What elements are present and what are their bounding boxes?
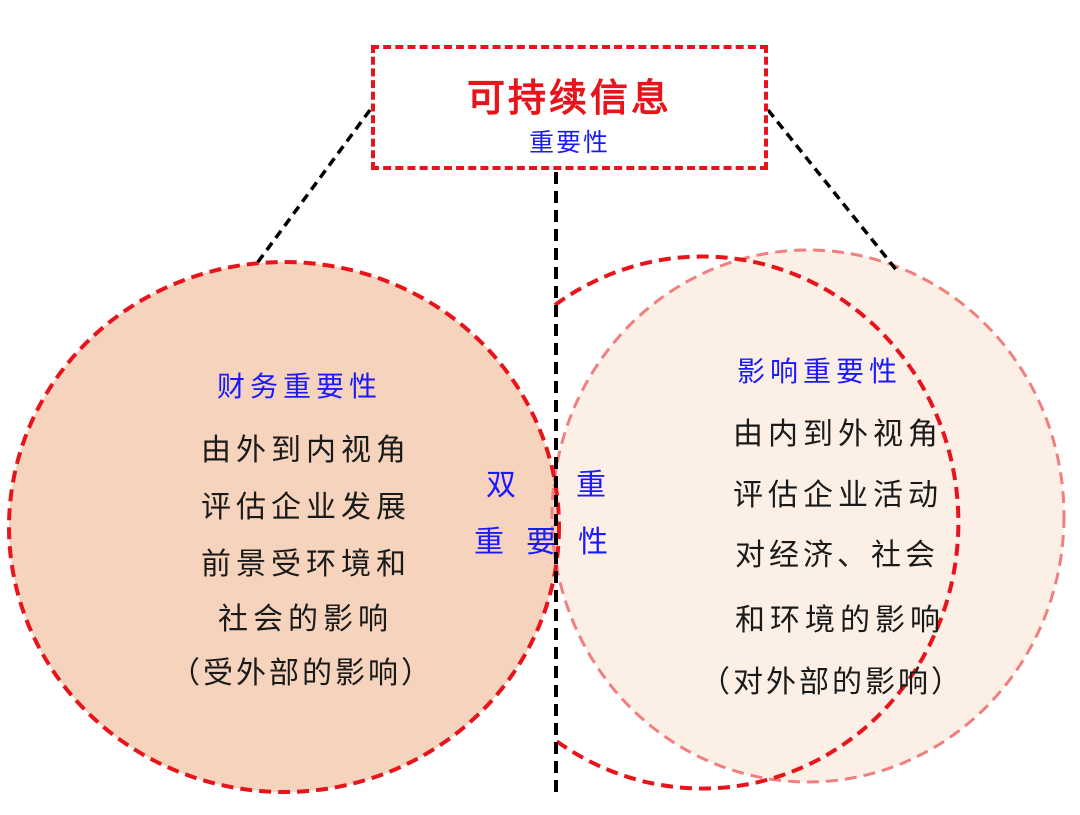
overlap-char-4: 要: [526, 525, 556, 560]
financial-materiality-heading: 财务重要性: [217, 370, 383, 403]
left-line-5: （受外部的影响）: [170, 656, 434, 691]
overlap-char-1: 双: [486, 468, 516, 503]
top-box-title: 可持续信息: [466, 75, 672, 120]
left-line-2: 评估企业发展: [201, 490, 411, 525]
right-line-1: 由内到外视角: [733, 417, 943, 452]
sustainability-info-box: 可持续信息 重要性: [371, 45, 768, 170]
left-line-4: 社会的影响: [218, 602, 393, 637]
overlap-char-3: 重: [474, 525, 504, 560]
impact-materiality-heading: 影响重要性: [737, 355, 903, 388]
left-line-3: 前景受环境和: [201, 547, 411, 582]
right-line-4: 和环境的影响: [735, 603, 945, 638]
left-connector-line: [253, 108, 372, 268]
right-line-3: 对经济、社会: [735, 538, 939, 573]
right-line-2: 评估企业活动: [733, 478, 943, 513]
right-circle-outline: [553, 254, 961, 791]
left-circle-outline: [7, 260, 561, 794]
overlap-char-5: 性: [578, 525, 608, 560]
overlap-boundary: [550, 248, 1066, 784]
right-connector-line: [766, 108, 900, 274]
top-box-subtitle: 重要性: [528, 128, 610, 157]
left-line-1: 由外到内视角: [201, 433, 411, 468]
left-circle: [9, 262, 559, 792]
right-circle: [552, 250, 1064, 782]
overlap-char-2: 重: [576, 468, 606, 503]
right-line-5: （对外部的影响）: [700, 665, 964, 700]
